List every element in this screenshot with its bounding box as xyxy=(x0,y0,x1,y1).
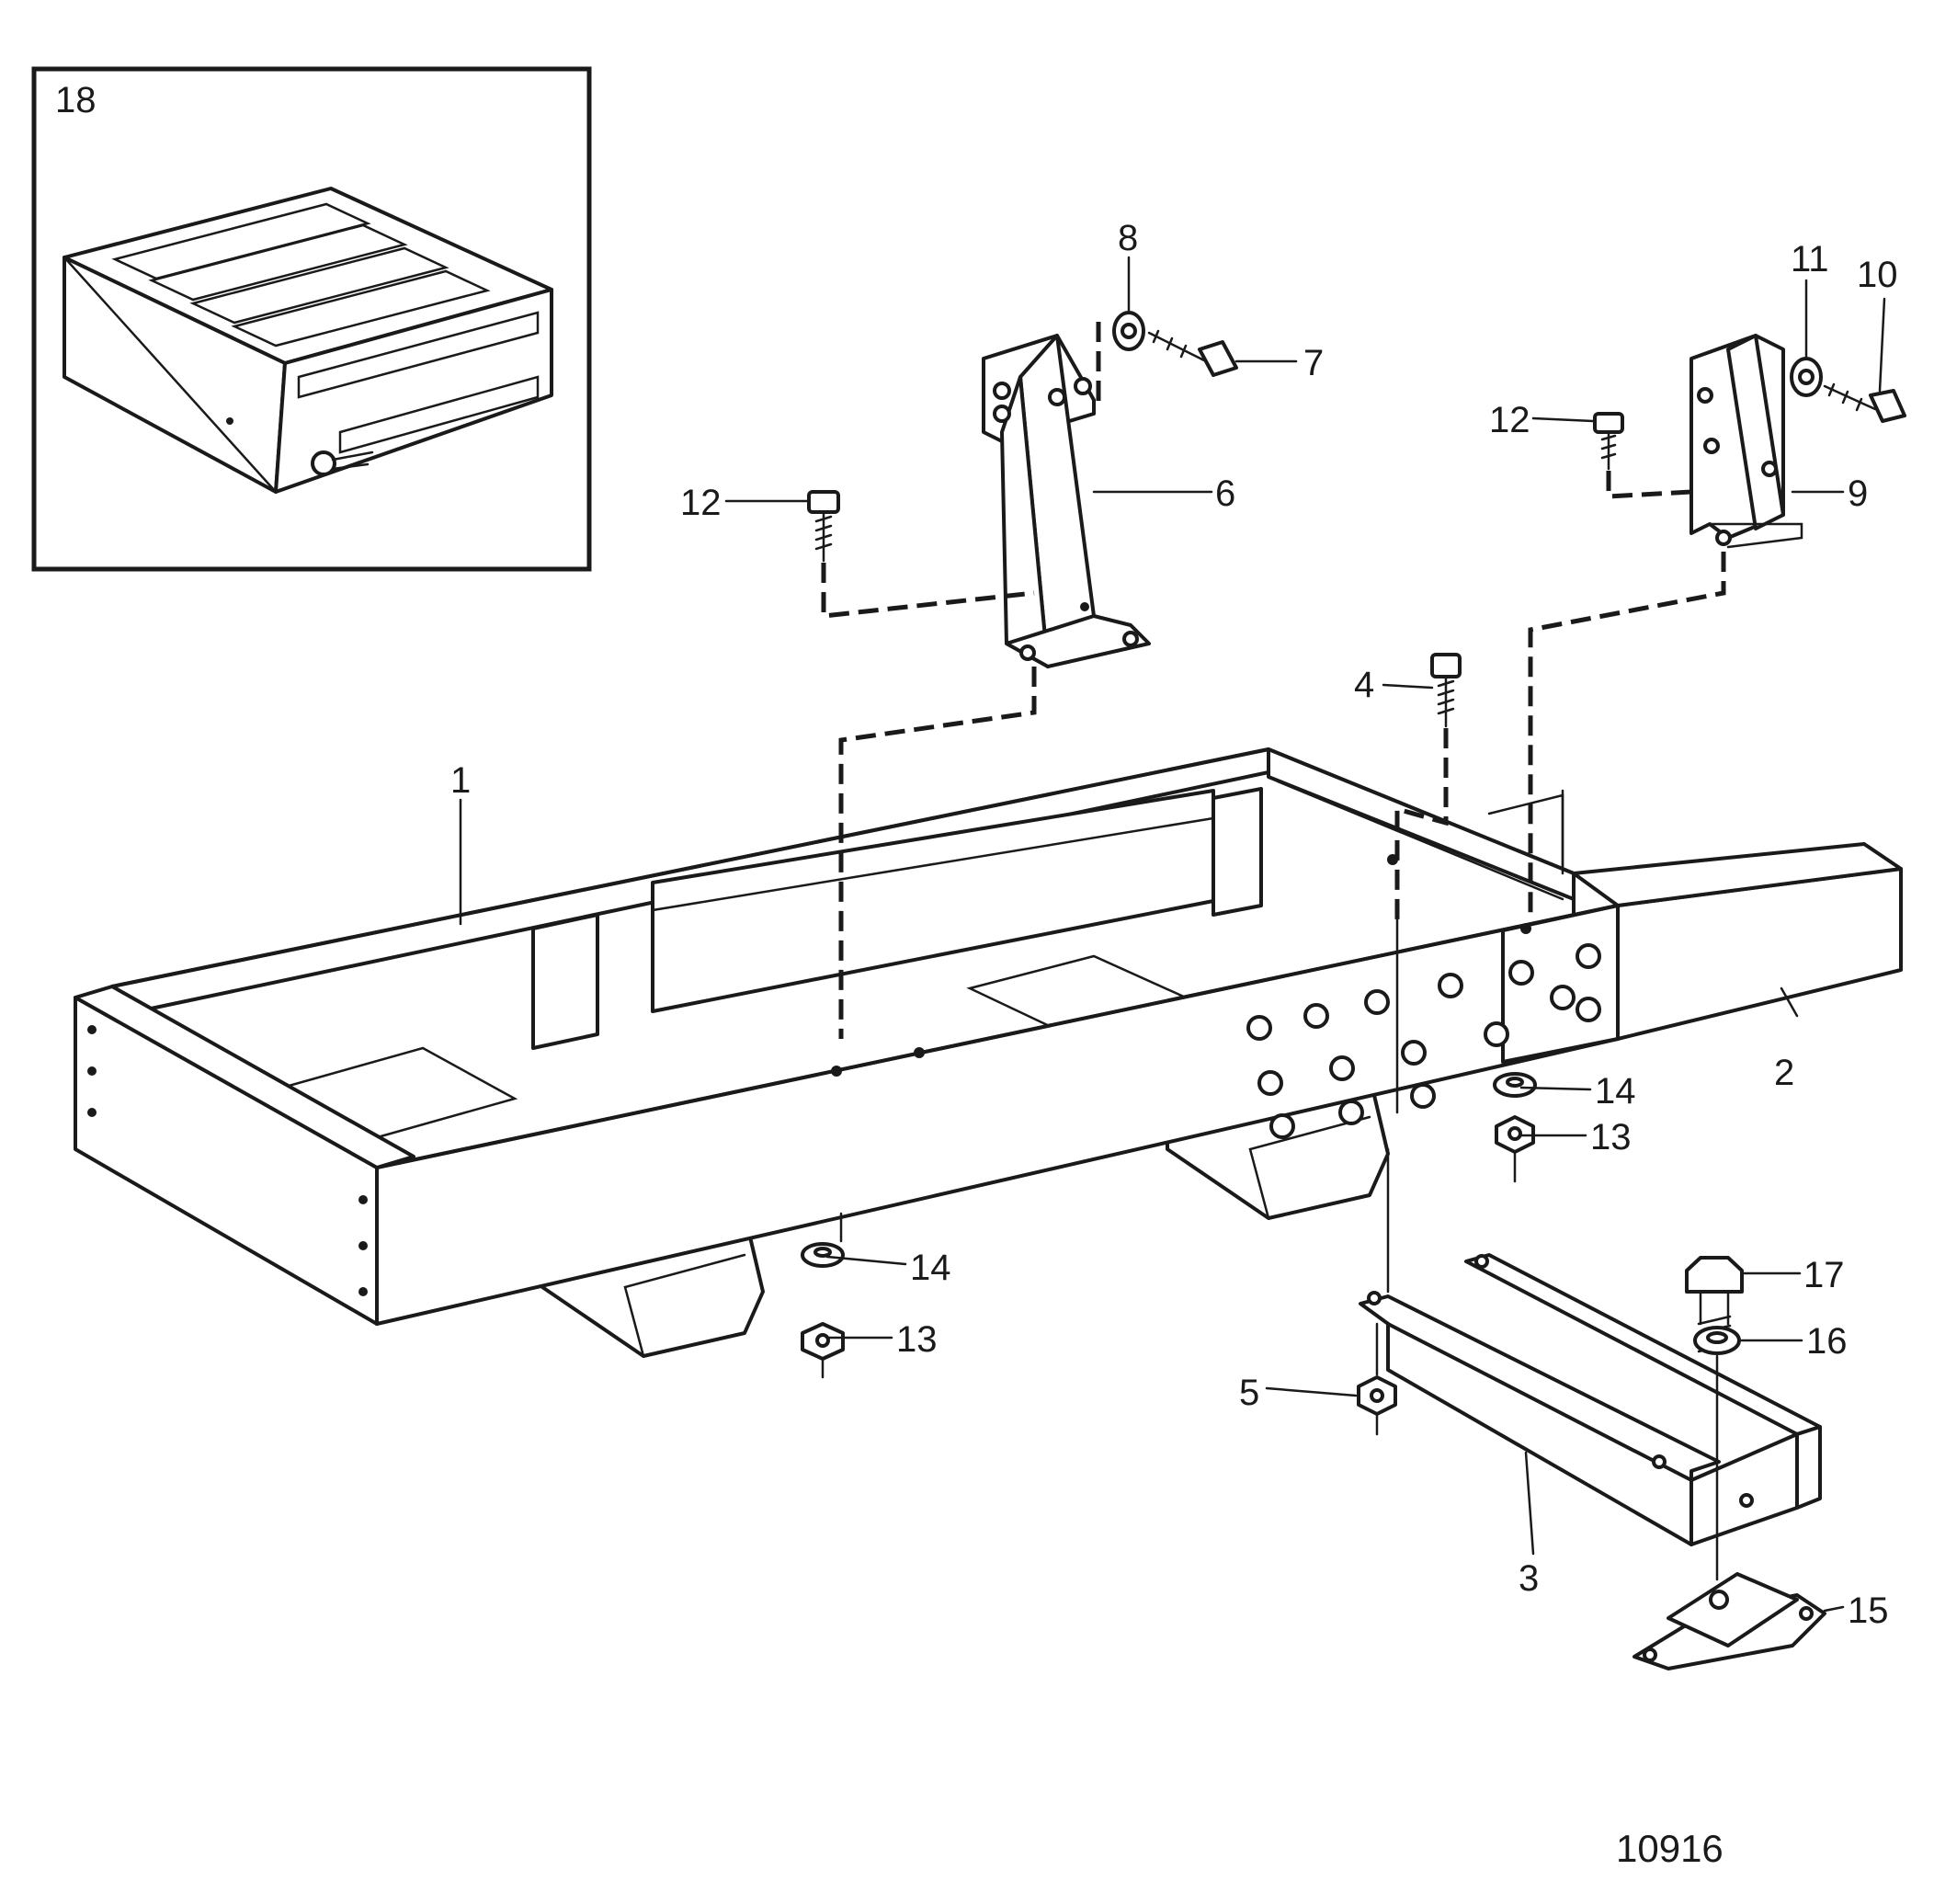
callout-11: 11 xyxy=(1791,239,1829,279)
callout-labels: 1 2 3 4 5 6 7 8 9 10 11 12 12 13 13 14 1… xyxy=(55,80,1898,1870)
cover-box-illustration xyxy=(63,187,553,494)
callout-2: 2 xyxy=(1774,1053,1794,1093)
callout-4: 4 xyxy=(1354,665,1374,705)
leader-lines xyxy=(459,256,1886,1613)
callout-10: 10 xyxy=(1857,255,1898,295)
callout-13-left: 13 xyxy=(896,1319,938,1360)
callout-1: 1 xyxy=(450,760,471,801)
callout-12-left: 12 xyxy=(680,483,722,523)
callout-12-right: 12 xyxy=(1489,400,1530,440)
figure-number: 10916 xyxy=(1616,1827,1724,1870)
callout-17: 17 xyxy=(1803,1255,1845,1295)
callout-16: 16 xyxy=(1806,1321,1848,1362)
callout-14-left: 14 xyxy=(910,1248,951,1288)
main-frame xyxy=(74,747,1903,1358)
callout-9: 9 xyxy=(1848,473,1868,514)
callout-15: 15 xyxy=(1848,1590,1889,1631)
fasteners xyxy=(801,311,1906,1436)
rail-holes xyxy=(87,854,1601,1296)
callout-5: 5 xyxy=(1239,1373,1259,1413)
callout-8: 8 xyxy=(1118,218,1138,258)
assembly-paths xyxy=(821,322,1726,1581)
inset-panel xyxy=(31,66,592,572)
callout-7: 7 xyxy=(1303,343,1324,383)
channel-3 xyxy=(1359,1253,1822,1546)
rubber-mount-15 xyxy=(1633,1572,1826,1670)
callout-14-right: 14 xyxy=(1595,1071,1636,1112)
callout-6: 6 xyxy=(1215,473,1235,514)
callout-13-right: 13 xyxy=(1590,1117,1632,1157)
callout-18: 18 xyxy=(55,80,97,120)
callout-3: 3 xyxy=(1519,1558,1539,1599)
bracket-9 xyxy=(1689,334,1803,549)
bracket-6 xyxy=(982,334,1151,668)
